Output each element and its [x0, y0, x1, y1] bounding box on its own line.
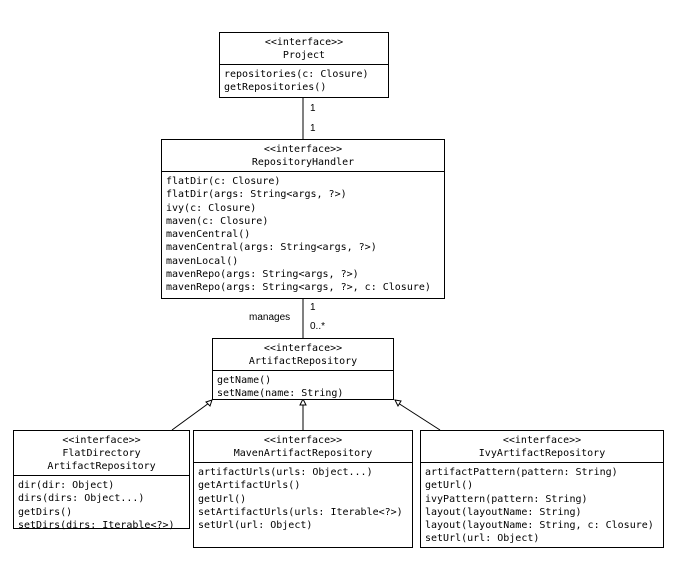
class-artifact-repository-methods: getName() setName(name: String) [213, 371, 393, 403]
method: layout(layoutName: String) [425, 506, 582, 518]
class-repository-handler-methods: flatDir(c: Closure) flatDir(args: String… [162, 172, 444, 297]
stereotype-label: <<interface>> [263, 343, 343, 354]
method: ivyPattern(pattern: String) [425, 493, 588, 505]
method: dir(dir: Object) [18, 480, 115, 491]
method: flatDir(c: Closure) [166, 176, 281, 187]
method: getUrl() [425, 480, 474, 492]
association-role-manages: manages [249, 312, 291, 323]
class-name: Project [282, 50, 326, 61]
class-ivy-repository-methods: artifactPattern(pattern: String) getUrl(… [421, 463, 663, 548]
mult-handler-manages-end: 1 [310, 302, 316, 313]
class-repository-handler-header: <<interface>> RepositoryHandler [162, 140, 444, 172]
class-flat-directory-repository: <<interface>> FlatDirectory ArtifactRepo… [13, 430, 190, 531]
class-repository-handler: <<interface>> RepositoryHandler flatDir(… [161, 139, 445, 299]
class-project: <<interface>> Project repositories(c: Cl… [219, 32, 389, 98]
class-flat-directory-repository-methods: dir(dir: Object) dirs(dirs: Object...) g… [14, 476, 189, 534]
stereotype-label: <<interface>> [264, 37, 344, 48]
mult-handler-end: 1 [310, 123, 316, 134]
method: artifactUrls(urls: Object...) [198, 467, 373, 478]
method: getDirs() [18, 506, 73, 518]
class-name-line1: FlatDirectory [62, 448, 141, 459]
generalization-flat-arrowhead [205, 399, 213, 407]
class-name: MavenArtifactRepository [233, 448, 373, 459]
method: setDirs(dirs: Iterable<?>) [18, 519, 175, 531]
method: layout(layoutName: String, c: Closure) [425, 520, 654, 532]
method: maven(c: Closure) [166, 215, 269, 227]
stereotype-label: <<interface>> [263, 144, 343, 155]
generalization-flat-line [171, 402, 210, 431]
stereotype-label: <<interface>> [263, 435, 343, 446]
mult-repository-end: 0..* [310, 321, 326, 332]
class-name: IvyArtifactRepository [478, 448, 606, 459]
class-maven-repository: <<interface>> MavenArtifactRepository ar… [193, 430, 413, 548]
method: flatDir(args: String<args, ?>) [166, 189, 347, 201]
class-maven-repository-header: <<interface>> MavenArtifactRepository [194, 431, 412, 463]
method: getRepositories() [224, 82, 327, 94]
mult-project-end: 1 [310, 103, 316, 114]
method: mavenRepo(args: String<args, ?>) [166, 269, 359, 281]
stereotype-label: <<interface>> [502, 435, 582, 446]
class-project-header: <<interface>> Project [220, 33, 388, 65]
generalization-ivy-line [397, 402, 441, 431]
class-name-line2: ArtifactRepository [47, 461, 156, 472]
class-artifact-repository: <<interface>> ArtifactRepository getName… [212, 338, 394, 400]
method: mavenCentral(args: String<args, ?>) [166, 242, 377, 254]
method: artifactPattern(pattern: String) [425, 467, 618, 478]
method: ivy(c: Closure) [166, 202, 257, 214]
class-artifact-repository-header: <<interface>> ArtifactRepository [213, 339, 393, 371]
method: setUrl(url: Object) [425, 533, 540, 545]
class-name: ArtifactRepository [248, 356, 358, 367]
class-flat-directory-repository-header: <<interface>> FlatDirectory ArtifactRepo… [14, 431, 189, 476]
class-ivy-repository-header: <<interface>> IvyArtifactRepository [421, 431, 663, 463]
class-project-methods: repositories(c: Closure) getRepositories… [220, 65, 388, 97]
method: getName() [217, 375, 272, 386]
generalization-maven-arrowhead [299, 397, 307, 406]
class-name: RepositoryHandler [251, 157, 355, 168]
method: getArtifactUrls() [198, 480, 301, 492]
class-maven-repository-methods: artifactUrls(urls: Object...) getArtifac… [194, 463, 412, 534]
method: setName(name: String) [217, 388, 344, 400]
method: mavenRepo(args: String<args, ?>, c: Clos… [166, 282, 431, 294]
method: mavenLocal() [166, 255, 239, 267]
method: mavenCentral() [166, 229, 251, 241]
method: getUrl() [198, 493, 247, 505]
method: repositories(c: Closure) [224, 69, 369, 80]
method: setArtifactUrls(urls: Iterable<?>) [198, 506, 403, 518]
method: dirs(dirs: Object...) [18, 493, 145, 505]
method: setUrl(url: Object) [198, 520, 313, 532]
stereotype-label: <<interface>> [62, 435, 141, 446]
class-ivy-repository: <<interface>> IvyArtifactRepository arti… [420, 430, 664, 548]
generalization-ivy-arrowhead [394, 399, 402, 408]
